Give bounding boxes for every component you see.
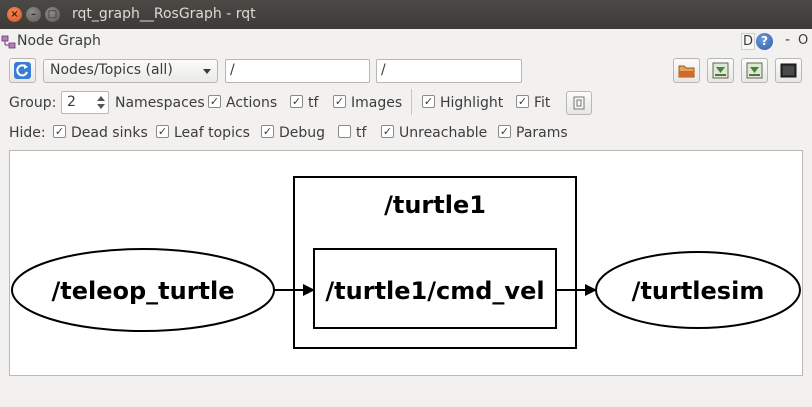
folder-open-icon: [678, 65, 695, 78]
tf-label: tf: [308, 95, 319, 111]
hide-tf-label: tf: [356, 125, 367, 141]
unreachable-label: Unreachable: [399, 125, 488, 141]
hide-label: Hide:: [9, 125, 46, 141]
debug-label: Debug: [279, 125, 326, 141]
dock-title: Node Graph: [17, 33, 101, 49]
params-checkbox[interactable]: ✓: [498, 125, 511, 138]
group-label: Group:: [9, 95, 57, 111]
zoom-fit-icon: [573, 96, 585, 110]
actions-checkbox[interactable]: ✓: [208, 95, 221, 108]
namespace-cluster: [293, 176, 577, 349]
divider: [411, 89, 412, 115]
graph-svg[interactable]: /turtle1 /teleop_turtle /turtle1/cmd_vel…: [10, 151, 802, 375]
topic-cmd-vel-label: /turtle1/cmd_vel: [325, 277, 544, 305]
dock-toggle-d-button[interactable]: D: [741, 33, 756, 50]
highlight-checkbox[interactable]: ✓: [422, 95, 435, 108]
window-titlebar: × – □ rqt_graph__RosGraph - rqt: [0, 0, 812, 29]
fit-in-view-button[interactable]: [566, 91, 592, 115]
namespaces-label: Namespaces: [115, 95, 205, 111]
dock-minimize-button[interactable]: -: [785, 32, 791, 48]
graph-canvas[interactable]: /turtle1 /teleop_turtle /turtle1/cmd_vel…: [9, 150, 803, 376]
dead-sinks-checkbox[interactable]: ✓: [53, 125, 66, 138]
hide-tf-checkbox[interactable]: [338, 125, 351, 138]
leaf-topics-label: Leaf topics: [174, 125, 250, 141]
fit-checkbox[interactable]: ✓: [516, 95, 529, 108]
chevron-down-icon: [203, 69, 211, 74]
save-image-button[interactable]: [775, 58, 802, 83]
debug-checkbox[interactable]: ✓: [261, 125, 274, 138]
screenshot-icon: [780, 63, 797, 78]
graph-type-select[interactable]: Nodes/Topics (all): [43, 59, 218, 83]
unreachable-checkbox[interactable]: ✓: [381, 125, 394, 138]
window-maximize-button[interactable]: □: [45, 7, 60, 22]
refresh-button[interactable]: [9, 58, 36, 83]
topic-filter-input[interactable]: /: [376, 59, 522, 83]
dead-sinks-label: Dead sinks: [71, 125, 148, 141]
window-title: rqt_graph__RosGraph - rqt: [72, 6, 256, 22]
actions-label: Actions: [226, 95, 278, 111]
graph-type-value: Nodes/Topics (all): [50, 62, 173, 78]
node-turtlesim-label: /turtlesim: [632, 277, 765, 305]
fit-label: Fit: [534, 95, 551, 111]
images-label: Images: [351, 95, 403, 111]
window-minimize-button[interactable]: –: [26, 7, 41, 22]
save-as-dot-icon: [712, 62, 729, 79]
highlight-label: Highlight: [440, 95, 504, 111]
load-dot-button[interactable]: [673, 58, 700, 83]
spin-down-icon[interactable]: [97, 104, 105, 109]
group-spinbox[interactable]: 2: [61, 91, 109, 114]
group-value: 2: [67, 94, 76, 110]
save-svg-button[interactable]: [741, 58, 768, 83]
dock-float-button[interactable]: O: [798, 33, 809, 48]
save-as-svg-icon: [746, 62, 763, 79]
save-dot-button[interactable]: [707, 58, 734, 83]
refresh-icon: [14, 62, 31, 79]
images-checkbox[interactable]: ✓: [333, 95, 346, 108]
node-graph-icon: [1, 35, 16, 49]
window-close-button[interactable]: ×: [7, 7, 22, 22]
spin-up-icon[interactable]: [97, 96, 105, 101]
node-filter-input[interactable]: /: [225, 59, 370, 83]
tf-checkbox[interactable]: ✓: [290, 95, 303, 108]
params-label: Params: [516, 125, 568, 141]
dock-header: Node Graph D ? - O: [0, 30, 812, 54]
help-icon[interactable]: ?: [756, 33, 773, 50]
namespace-label: /turtle1: [384, 191, 486, 219]
leaf-topics-checkbox[interactable]: ✓: [156, 125, 169, 138]
node-teleop-turtle-label: /teleop_turtle: [51, 277, 234, 305]
